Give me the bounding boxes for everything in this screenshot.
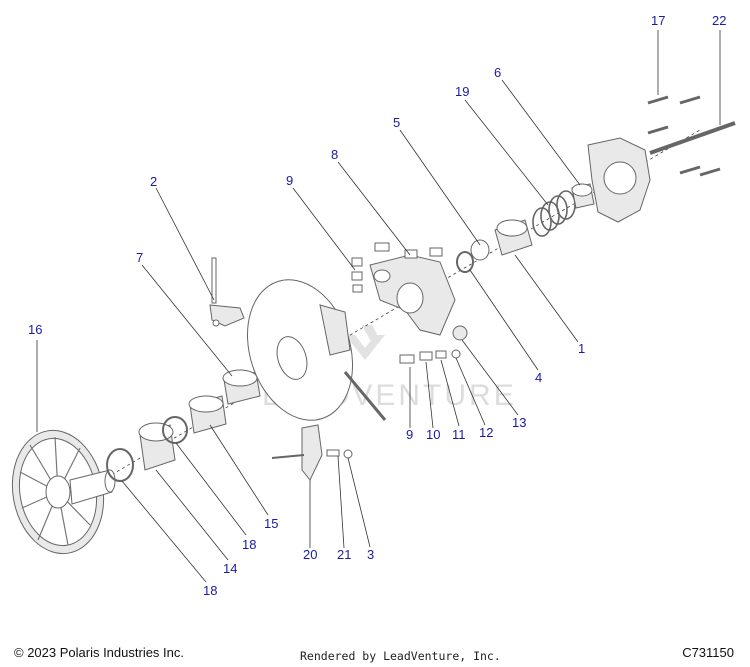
part-4-washer <box>456 251 474 273</box>
parts-9-12-rollers-lower <box>399 349 461 364</box>
copyright-text: © 2023 Polaris Industries Inc. <box>14 645 184 660</box>
callout-2: 2 <box>150 174 157 189</box>
callout-19: 19 <box>455 84 469 99</box>
part-7-bushing <box>222 369 261 405</box>
callout-10: 10 <box>426 427 440 442</box>
rendered-by-text: Rendered by LeadVenture, Inc. <box>300 649 501 663</box>
part-17-bolts <box>647 95 721 177</box>
part-1-sleeve <box>494 219 533 256</box>
part-cover-plate <box>587 137 651 223</box>
part-14-bushing <box>138 422 176 471</box>
callout-15: 15 <box>264 516 278 531</box>
part-9-rollers-upper <box>351 257 363 293</box>
part-22-long-bolt <box>649 121 736 155</box>
callout-1: 1 <box>578 341 585 356</box>
leader-lines <box>36 30 721 583</box>
callout-13: 13 <box>512 415 526 430</box>
part-16-sheave <box>11 429 116 555</box>
part-8-spider <box>369 242 456 336</box>
callout-12: 12 <box>479 425 493 440</box>
callout-22: 22 <box>712 13 726 28</box>
callout-4: 4 <box>535 370 542 385</box>
callout-3: 3 <box>367 547 374 562</box>
part-15-bushing <box>188 395 227 434</box>
part-2-pin-weight <box>209 257 245 327</box>
part-18-ring-lower <box>106 448 134 482</box>
part-13-button <box>452 325 468 341</box>
callout-7: 7 <box>136 250 143 265</box>
callout-18-lower: 18 <box>203 583 217 598</box>
part-6-bushing <box>571 183 595 209</box>
callout-11: 11 <box>452 427 466 442</box>
callout-20: 20 <box>303 547 317 562</box>
callout-labels: 17 22 6 19 5 8 9 2 7 16 1 4 9 10 11 12 1… <box>28 13 726 598</box>
part-18-ring-upper <box>162 416 188 444</box>
part-3-nut <box>343 449 353 459</box>
callout-9-upper: 9 <box>286 173 293 188</box>
part-21-bushing <box>326 449 340 457</box>
callout-6: 6 <box>494 65 501 80</box>
diagram-code: C731150 <box>682 645 734 660</box>
watermark-logo <box>345 325 385 360</box>
part-20-weight-arm <box>271 424 323 481</box>
callout-9-lower: 9 <box>406 427 413 442</box>
part-stationary-sheave <box>246 279 387 421</box>
callout-17: 17 <box>651 13 665 28</box>
callout-21: 21 <box>337 547 351 562</box>
callout-5: 5 <box>393 115 400 130</box>
callout-14: 14 <box>223 561 237 576</box>
assembly-axis <box>59 129 701 506</box>
callout-18-upper: 18 <box>242 537 256 552</box>
callout-16: 16 <box>28 322 42 337</box>
part-5-washer <box>470 239 490 261</box>
part-19-spring <box>532 190 576 237</box>
callout-8: 8 <box>331 147 338 162</box>
